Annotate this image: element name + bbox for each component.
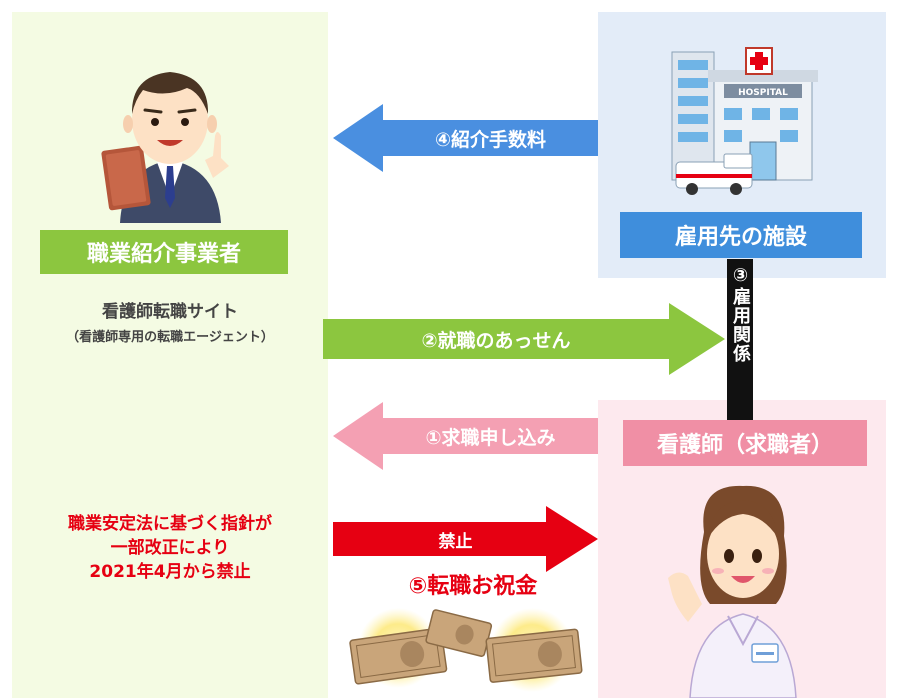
nurse-label: 看護師（求職者） — [623, 420, 867, 466]
site-title: 看護師転職サイト — [102, 302, 238, 322]
ban-note: 職業安定法に基づく指針が 一部改正により 2021年4月から禁止 — [20, 512, 320, 584]
application-label: ①求職申し込み — [425, 426, 556, 449]
prohibited-arrow — [333, 506, 598, 572]
ban-note-line: 職業安定法に基づく指針が — [68, 514, 272, 534]
ban-note-line: 一部改正により — [110, 538, 230, 558]
money-illustration — [349, 608, 583, 692]
site-subtitle: （看護師専用の転職エージェント） — [66, 330, 274, 345]
employment-label: ③雇用関係 — [730, 265, 751, 363]
prohibited-label: 禁止 — [438, 531, 473, 552]
facility-label: 雇用先の施設 — [620, 212, 862, 258]
application-arrow — [333, 402, 598, 470]
agent-illustration — [101, 72, 229, 223]
nurse-illustration — [668, 485, 797, 698]
fee-arrow — [333, 104, 598, 172]
placement-arrow — [323, 303, 725, 375]
ban-note-line: 2021年4月から禁止 — [89, 562, 251, 582]
hospital-sign: HOSPITAL — [738, 88, 788, 98]
fee-label: ④紹介手数料 — [434, 128, 547, 151]
hospital-illustration: HOSPITAL — [671, 47, 818, 195]
placement-label: ②就職のあっせん — [421, 329, 571, 352]
bonus-label: ⑤転職お祝金 — [408, 574, 538, 599]
employment-bar: ③雇用関係 — [727, 259, 753, 423]
agency-label: 職業紹介事業者 — [40, 230, 288, 274]
